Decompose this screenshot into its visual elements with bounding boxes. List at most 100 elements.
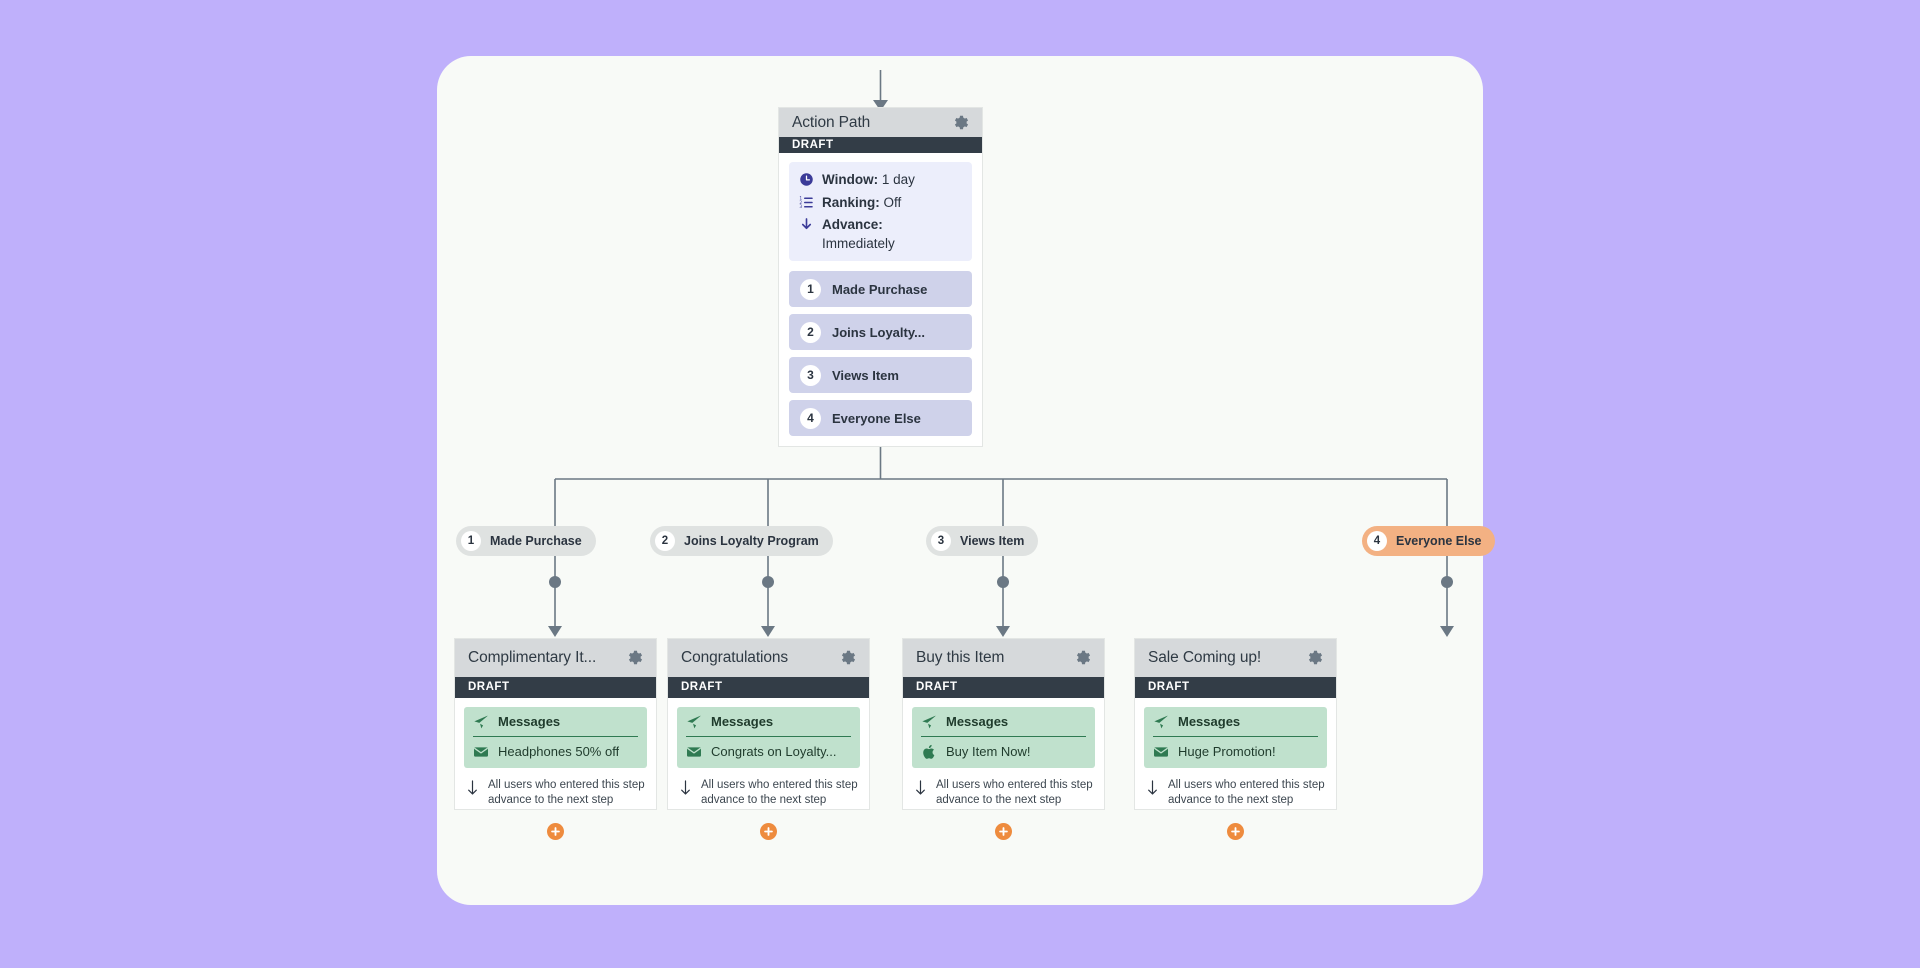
message-card-status-badge: DRAFT (668, 676, 869, 698)
gear-icon[interactable] (952, 114, 969, 131)
messages-panel: Messages Buy Item Now! (912, 706, 1095, 768)
message-card-status-badge: DRAFT (903, 676, 1104, 698)
message-card-complimentary-item[interactable]: Complimentary It... DRAFT Messages (454, 638, 657, 810)
down-arrow-icon (1148, 780, 1157, 795)
branch-pill-everyone-else[interactable]: 4 Everyone Else (1362, 526, 1496, 556)
message-card-congratulations[interactable]: Congratulations DRAFT Messages (667, 638, 870, 810)
advance-note: All users who entered this step advance … (464, 768, 647, 809)
plus-icon (551, 827, 560, 836)
advance-note: All users who entered this step advance … (677, 768, 860, 809)
setting-window-label: Window: (822, 172, 879, 188)
advance-note-text: All users who entered this step advance … (701, 778, 858, 807)
pill-number: 4 (1367, 531, 1387, 551)
messages-panel: Messages Huge Promotion! (1144, 706, 1327, 768)
action-path-step[interactable]: 4 Everyone Else (789, 400, 972, 436)
step-label: Made Purchase (832, 281, 928, 297)
action-path-title: Action Path (792, 113, 871, 131)
message-card-sale-coming-up[interactable]: Sale Coming up! DRAFT Messages (1134, 638, 1337, 810)
advance-note-text: All users who entered this step advance … (936, 778, 1093, 807)
flow-canvas: Action Path DRAFT Wi (437, 56, 1496, 905)
add-step-button[interactable] (760, 823, 777, 840)
messages-label: Messages (1178, 714, 1241, 730)
message-card-title: Sale Coming up! (1148, 648, 1262, 666)
pill-number: 2 (655, 531, 675, 551)
flow-diagram: Action Path DRAFT Wi (437, 56, 1496, 905)
step-number: 2 (800, 321, 821, 343)
message-card-body: Messages Congrats on Loyalty... All (668, 698, 869, 809)
gear-icon[interactable] (1074, 649, 1091, 666)
message-item-label: Congrats on Loyalty... (711, 744, 837, 760)
status-label: DRAFT (916, 681, 958, 694)
messages-label: Messages (498, 714, 561, 730)
message-card-status-badge: DRAFT (455, 676, 656, 698)
status-label: DRAFT (792, 139, 834, 152)
svg-text:3: 3 (799, 204, 802, 210)
setting-ranking-label: Ranking: (822, 194, 880, 210)
message-card-header: Complimentary It... (455, 639, 656, 677)
messages-header: Messages (473, 714, 638, 737)
message-card-title: Congratulations (681, 648, 789, 666)
pill-number: 1 (461, 531, 481, 551)
svg-text:2: 2 (799, 199, 802, 205)
step-label: Everyone Else (832, 410, 921, 426)
message-card-title: Complimentary It... (468, 648, 597, 666)
branch-pill-views-item[interactable]: 3 Views Item (926, 526, 1039, 556)
message-item[interactable]: Buy Item Now! (921, 737, 1086, 760)
add-step-button[interactable] (995, 823, 1012, 840)
setting-advance: Advance: (799, 216, 962, 234)
message-item-label: Buy Item Now! (946, 744, 1031, 760)
message-card-status-badge: DRAFT (1135, 676, 1336, 698)
action-path-status-badge: DRAFT (779, 137, 982, 154)
plus-icon (999, 827, 1008, 836)
status-label: DRAFT (1148, 681, 1190, 694)
add-step-button[interactable] (1227, 823, 1244, 840)
message-item[interactable]: Headphones 50% off (473, 737, 638, 760)
message-card-header: Congratulations (668, 639, 869, 677)
message-card-body: Messages Headphones 50% off All user (455, 698, 656, 809)
paper-plane-icon (1154, 715, 1168, 729)
ranking-list-icon: 123 (799, 195, 813, 210)
envelope-icon (687, 747, 701, 757)
message-card-body: Messages Buy Item Now! All users who (903, 698, 1104, 809)
setting-window: Window: 1 day (799, 171, 962, 189)
action-path-step[interactable]: 2 Joins Loyalty... (789, 314, 972, 350)
setting-advance-label: Advance: (822, 216, 883, 232)
envelope-icon (1154, 747, 1168, 757)
down-arrow-icon (916, 780, 925, 795)
add-step-button[interactable] (547, 823, 564, 840)
status-label: DRAFT (681, 681, 723, 694)
advance-note: All users who entered this step advance … (1144, 768, 1327, 809)
messages-header: Messages (1153, 714, 1318, 737)
svg-text:1: 1 (799, 195, 802, 201)
down-arrow-icon (801, 217, 812, 229)
step-label: Views Item (832, 367, 899, 383)
message-item[interactable]: Huge Promotion! (1153, 737, 1318, 760)
branch-pill-made-purchase[interactable]: 1 Made Purchase (456, 526, 596, 556)
action-path-step[interactable]: 1 Made Purchase (789, 271, 972, 307)
status-label: DRAFT (468, 681, 510, 694)
step-number: 4 (800, 407, 821, 429)
action-path-card[interactable]: Action Path DRAFT Wi (778, 107, 983, 447)
plus-icon (764, 827, 773, 836)
message-item-label: Huge Promotion! (1178, 744, 1276, 760)
gear-icon[interactable] (839, 649, 856, 666)
setting-window-value: 1 day (881, 172, 915, 188)
action-path-step[interactable]: 3 Views Item (789, 357, 972, 393)
messages-panel: Messages Headphones 50% off (464, 706, 647, 768)
step-number: 3 (800, 364, 821, 386)
message-item[interactable]: Congrats on Loyalty... (686, 737, 851, 760)
branch-pill-joins-loyalty-program[interactable]: 2 Joins Loyalty Program (650, 526, 833, 556)
gear-icon[interactable] (1306, 649, 1323, 666)
apple-icon (923, 744, 935, 759)
setting-ranking-value: Off (883, 194, 902, 210)
advance-note: All users who entered this step advance … (912, 768, 1095, 809)
messages-panel: Messages Congrats on Loyalty... (677, 706, 860, 768)
message-card-header: Sale Coming up! (1135, 639, 1336, 677)
gear-icon[interactable] (626, 649, 643, 666)
advance-note-text: All users who entered this step advance … (1168, 778, 1325, 807)
envelope-icon (474, 747, 488, 757)
message-card-buy-this-item[interactable]: Buy this Item DRAFT Messages (902, 638, 1105, 810)
action-path-header: Action Path (779, 108, 982, 138)
